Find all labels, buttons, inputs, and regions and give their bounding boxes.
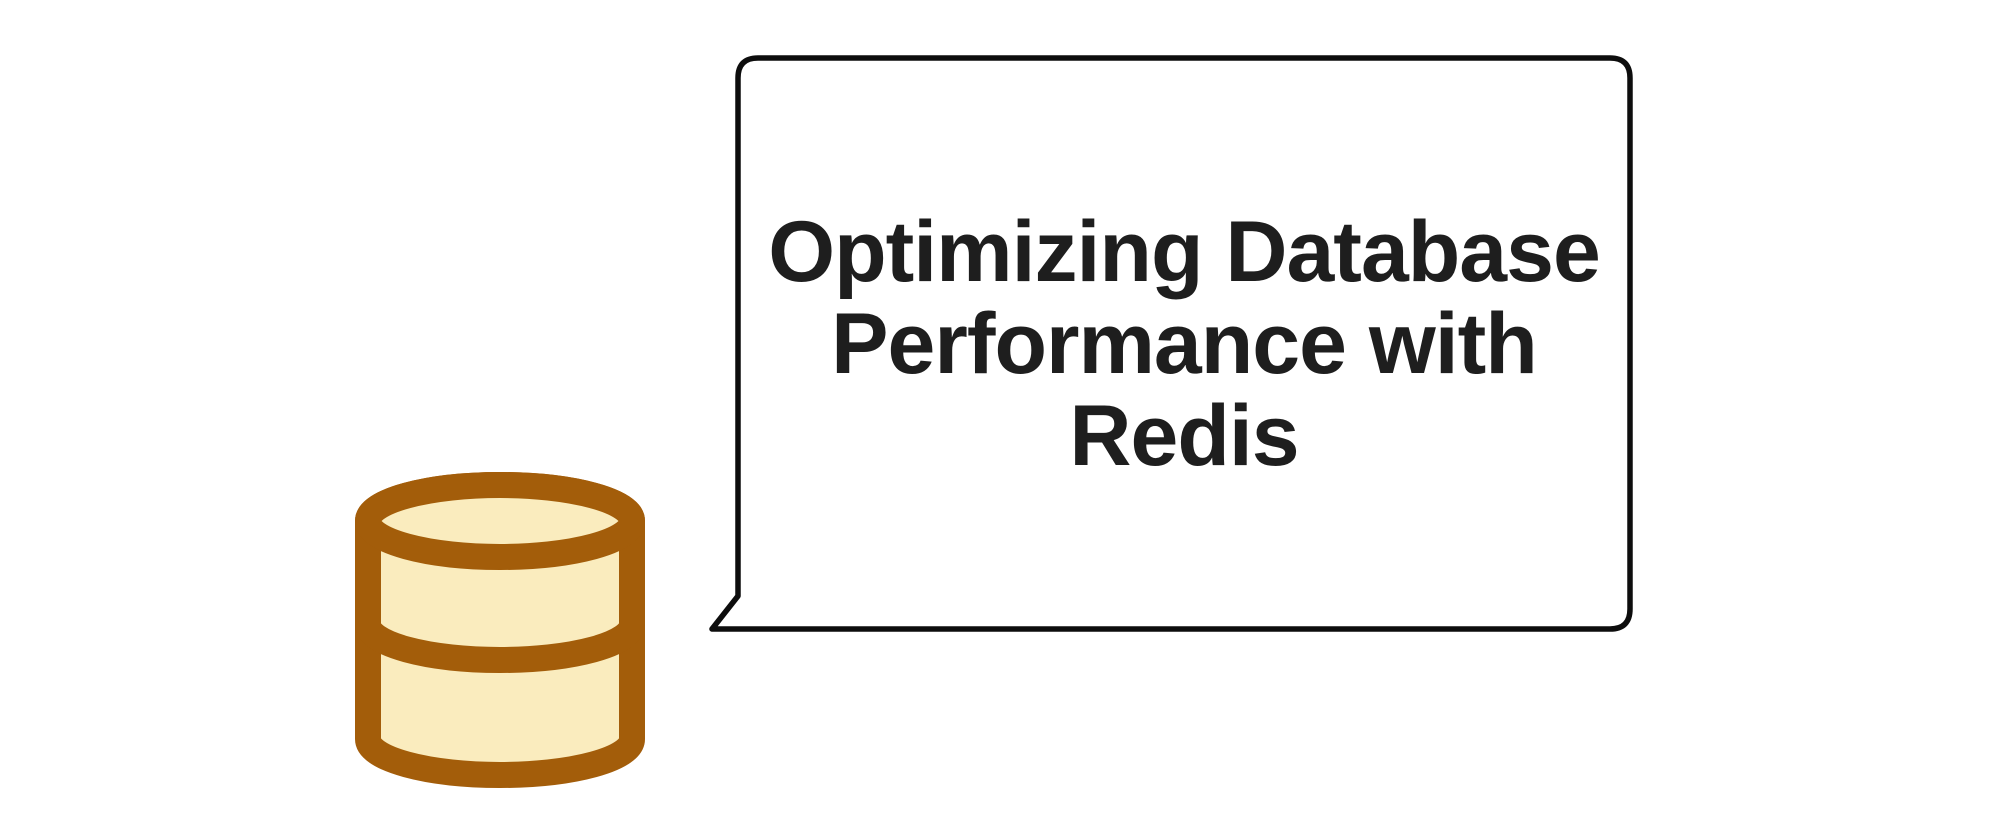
database-icon-lid: [355, 472, 645, 570]
bubble-title-line: Performance with: [831, 295, 1538, 392]
bubble-title: Optimizing Database Performance with Red…: [738, 58, 1630, 629]
speech-bubble-outline: [709, 55, 1633, 632]
speech-bubble: [709, 55, 1633, 632]
bubble-title-line: Redis: [1069, 387, 1299, 484]
database-icon-divider: [355, 621, 645, 673]
database-icon: [355, 472, 645, 788]
bubble-title-line: Optimizing Database: [768, 203, 1601, 300]
